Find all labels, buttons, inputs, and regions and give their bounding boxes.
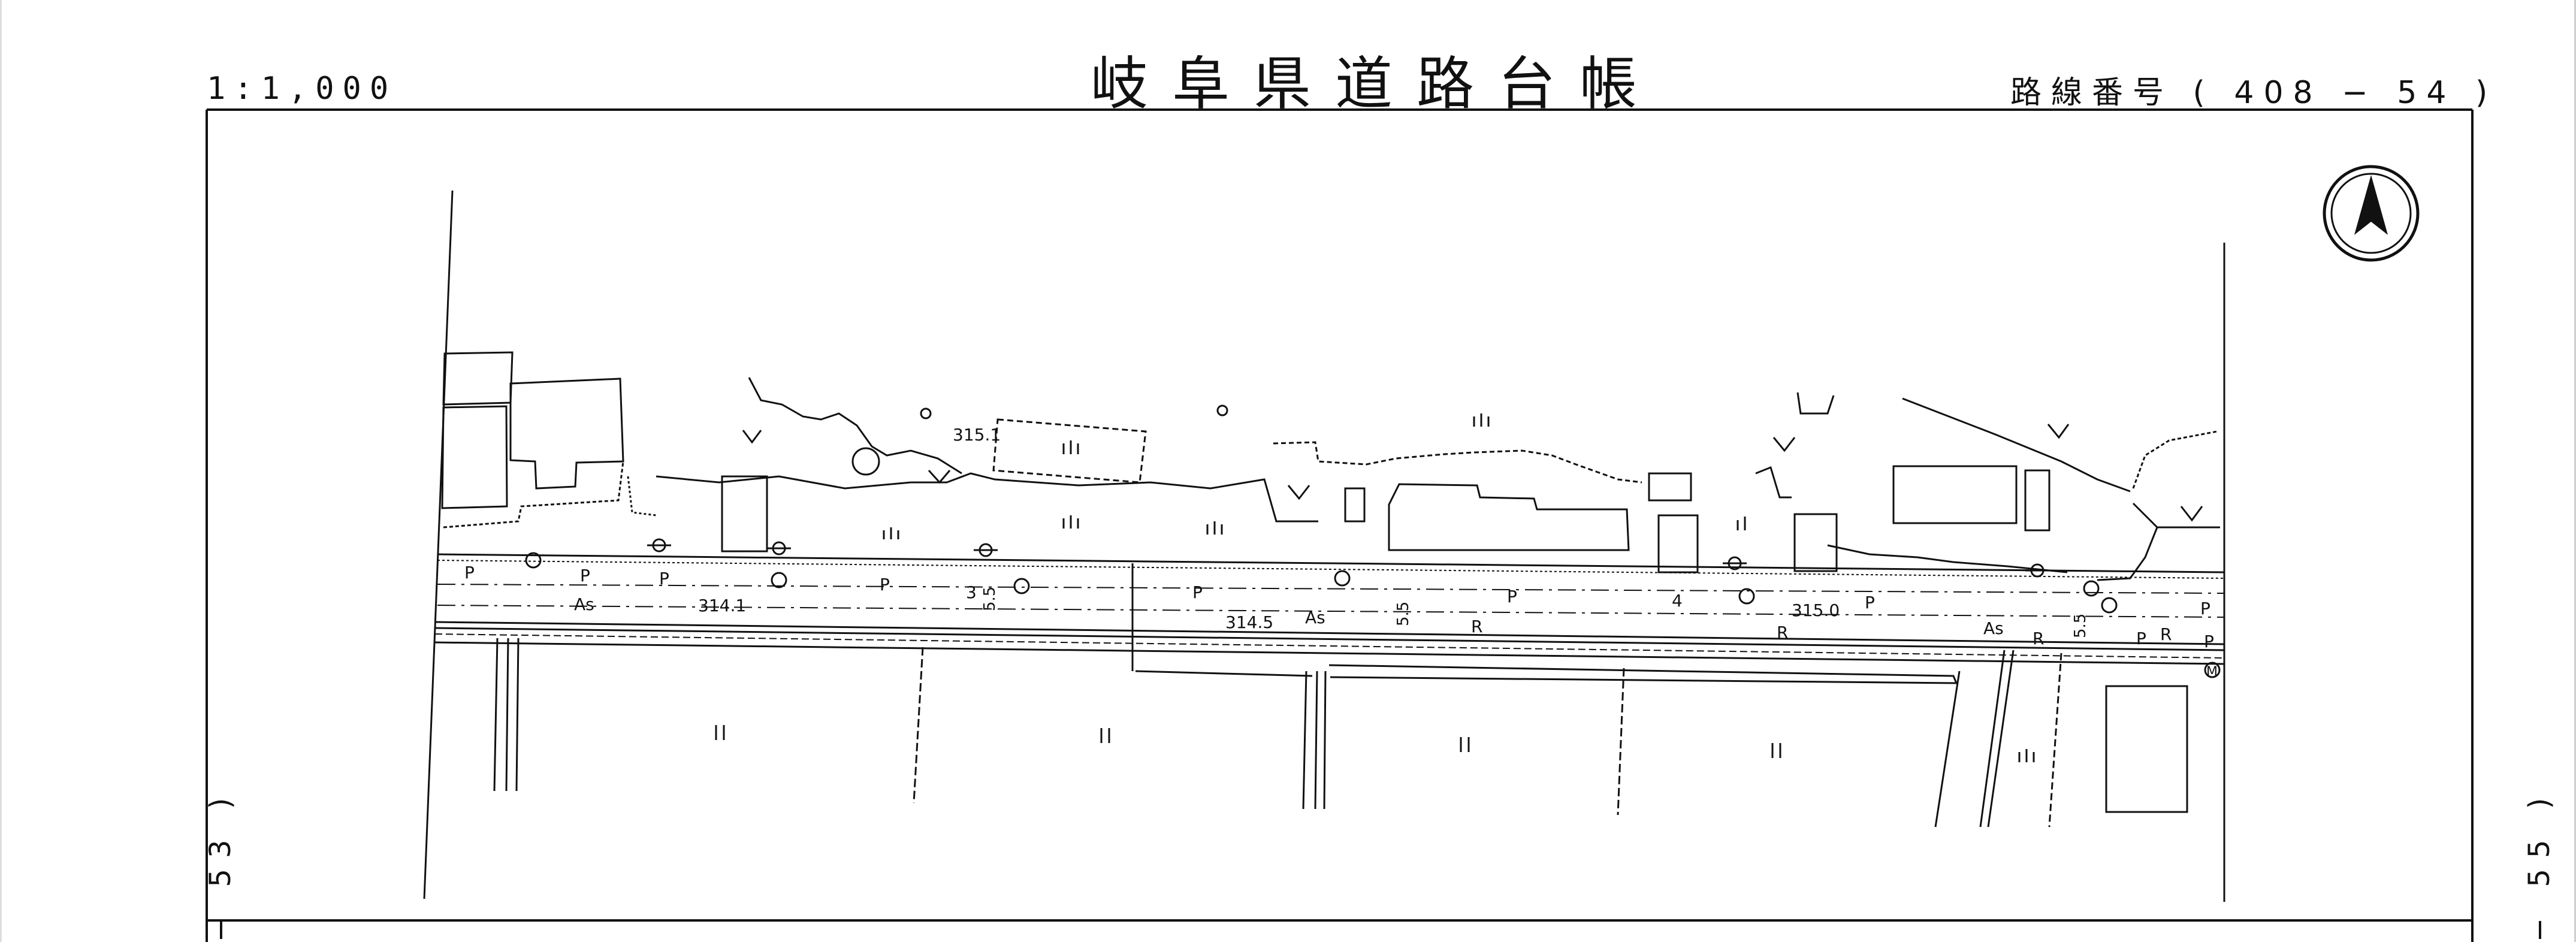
road-label: R	[2160, 624, 2172, 644]
road-lines	[434, 553, 2225, 665]
manhole-label: M	[2206, 665, 2218, 680]
route-number-block: 路線番号 ( 408 − 54 )	[2010, 67, 2497, 112]
elevation-label: 315.1	[953, 425, 1001, 445]
vegetation-symbols	[715, 404, 2203, 762]
pavement-label: As	[574, 594, 594, 614]
width-label: 5.5	[2071, 614, 2089, 638]
right-edge	[2574, 0, 2576, 942]
road-label: R	[2033, 629, 2044, 648]
route-label: 路線番号	[2010, 75, 2174, 111]
buildings-left	[441, 351, 2188, 813]
parking-label: P	[1865, 593, 1875, 612]
width-label: 3	[966, 582, 977, 602]
width-label: 5.5	[981, 587, 999, 611]
parking-label: P	[2204, 632, 2214, 651]
elevation-label: 314.1	[698, 596, 746, 615]
sheet-boundary-left	[423, 190, 454, 899]
road-label: R	[1471, 617, 1482, 636]
north-arrow-icon	[2323, 165, 2420, 262]
elevation-label: 314.5	[1225, 612, 1273, 632]
pavement-label: As	[1305, 608, 1325, 627]
elevation-label: 315.0	[1792, 600, 1840, 620]
road-label: R	[1777, 623, 1788, 642]
streetlight-symbols	[647, 538, 2049, 578]
fence-lines	[443, 377, 2220, 581]
route-number: ( 408 − 54 )	[2193, 75, 2498, 111]
parking-label: P	[659, 569, 669, 588]
telephone-pole-icons	[525, 552, 2221, 678]
page-title: 岐阜県道路台帳	[1091, 50, 1661, 117]
parking-label: P	[1507, 587, 1517, 606]
parking-label: P	[580, 566, 590, 585]
left-edge	[0, 0, 2, 942]
parking-label: P	[464, 563, 475, 582]
parking-label: P	[1192, 582, 1203, 602]
width-label: 4	[1672, 591, 1683, 611]
scale-label: 1:1,000	[207, 71, 397, 107]
parking-label: P	[880, 575, 890, 594]
side-ditches	[493, 563, 2062, 828]
parking-label: P	[2200, 599, 2210, 618]
pavement-label: As	[1983, 618, 2004, 638]
map-labels: 315.1 314.1 314.5 315.0 As As As P P P P…	[464, 425, 2218, 680]
parking-label: P	[2136, 629, 2146, 648]
width-label: 5.5	[1394, 602, 1412, 626]
